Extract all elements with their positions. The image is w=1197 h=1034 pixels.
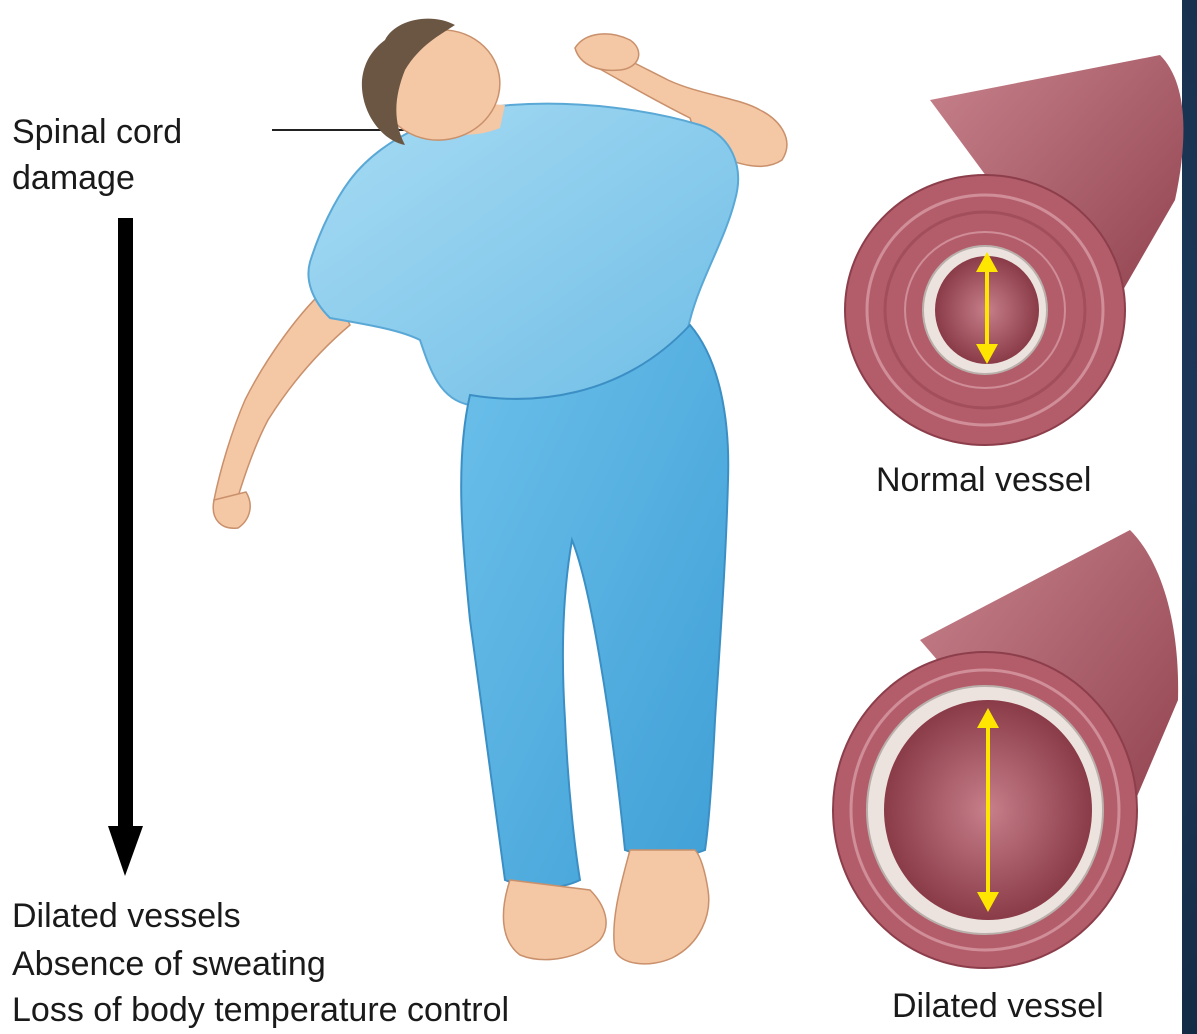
normal-vessel-illustration [845,55,1183,445]
dilated-vessel-illustration [833,530,1178,968]
progression-arrow [108,218,143,876]
patient-figure [213,19,787,964]
